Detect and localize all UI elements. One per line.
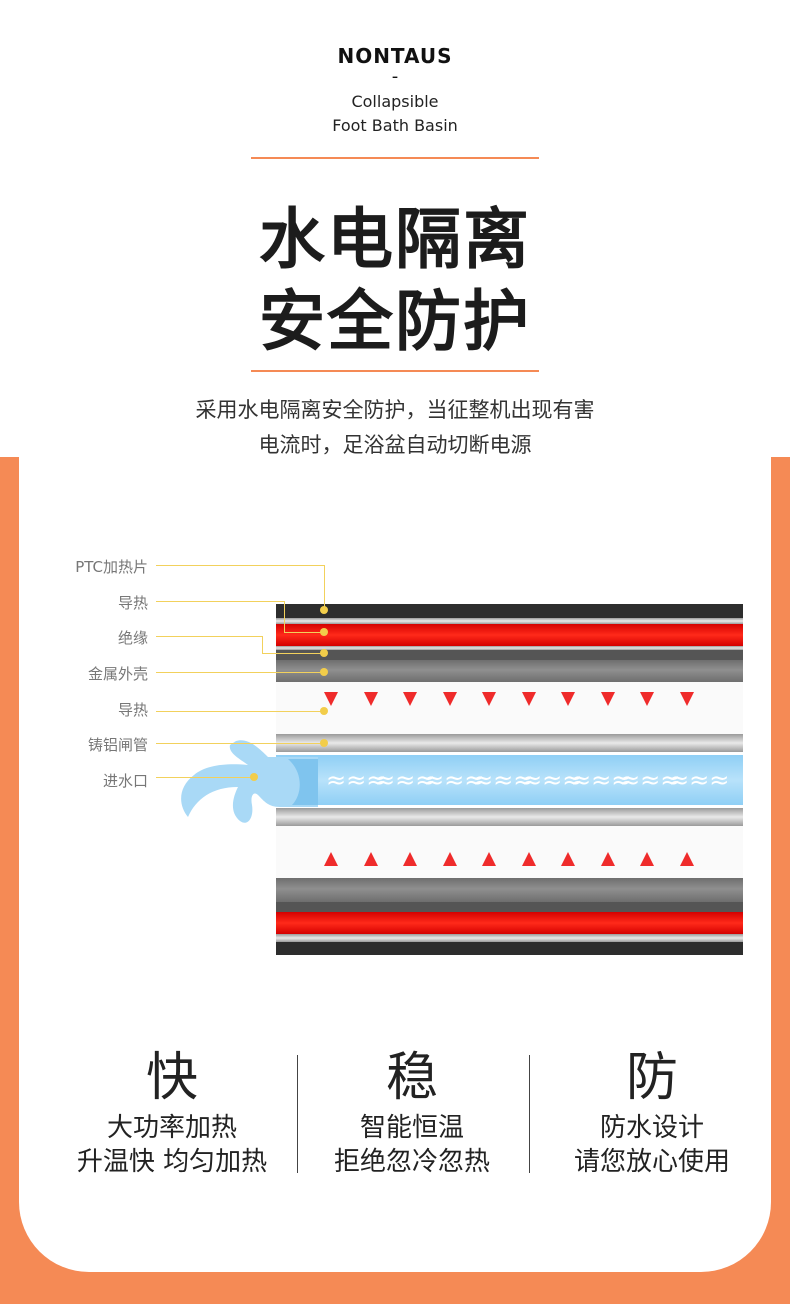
heat-arrow-up (640, 852, 654, 866)
feature-fast: 快 大功率加热 升温快 均匀加热 (57, 1045, 287, 1179)
feature-line2: 拒绝忽冷忽热 (333, 1147, 490, 1177)
marker-dot (320, 649, 328, 657)
cast-aluminum-tube-lower (276, 808, 743, 826)
leader-line (156, 565, 324, 566)
feature-line1: 大功率加热 (106, 1113, 237, 1143)
label-insulation: 绝缘 (117, 629, 148, 647)
description-line2: 电流时，足浴盆自动切断电源 (258, 433, 532, 457)
leader-line (284, 632, 324, 633)
label-thermal-conduction-1: 导热 (117, 594, 148, 612)
lower-metal-shell-layer (276, 878, 743, 902)
brand-dash: - (391, 66, 399, 87)
description-line1: 采用水电隔离安全防护，当征整机出现有害 (195, 398, 595, 422)
wave-glyph: ≈≈≈ (620, 766, 681, 794)
label-cast-aluminum-tube: 铸铝闸管 (87, 736, 148, 754)
ptc-heater-layer (276, 624, 743, 646)
lower-ptc-heater-layer (276, 912, 743, 934)
lower-conductive-layer (276, 934, 743, 942)
marker-dot (320, 606, 328, 614)
feature-line1: 防水设计 (599, 1113, 704, 1143)
heat-arrow-down (640, 692, 654, 706)
heat-arrow-up (679, 852, 694, 866)
wave-glyph: ≈≈≈ (375, 766, 436, 794)
heat-arrow-up (442, 852, 457, 866)
bottom-shell-layer (276, 942, 743, 955)
heat-arrow-down (600, 692, 615, 706)
heat-arrow-up (521, 852, 536, 866)
feature-stable: 稳 智能恒温 拒绝忽冷忽热 (297, 1045, 527, 1179)
marker-dot (250, 773, 258, 781)
leader-line (156, 711, 324, 712)
leader-line (156, 672, 324, 673)
heat-arrow-up (324, 852, 338, 866)
leader-line (262, 653, 324, 654)
heat-arrow-down (363, 692, 378, 706)
wave-glyph: ≈≈≈ (571, 766, 632, 794)
wave-glyph: ≈≈≈ (424, 766, 485, 794)
heat-arrow-down (561, 692, 575, 706)
top-divider (251, 157, 539, 159)
leader-line (156, 601, 284, 602)
heat-arrow-up (363, 852, 378, 866)
leader-line (324, 565, 325, 610)
feature-title: 防 (625, 1048, 678, 1108)
insulation-layer (276, 650, 743, 660)
lower-insulation-layer (276, 902, 743, 912)
label-water-inlet: 进水口 (102, 772, 148, 790)
heat-arrow-up (482, 852, 496, 866)
wave-glyph: ≈≈≈ (669, 766, 730, 794)
label-thermal-conduction-2: 导热 (117, 701, 148, 719)
upper-heat-zone (276, 682, 743, 734)
water-inlet-icon (181, 740, 318, 823)
heat-arrow-up (403, 852, 417, 866)
top-shell-layer (276, 604, 743, 618)
wave-glyph: ≈≈≈ (326, 766, 387, 794)
label-ptc-heater: PTC加热片 (75, 558, 148, 576)
wave-glyph: ≈≈≈ (522, 766, 583, 794)
feature-title: 稳 (385, 1048, 438, 1108)
heat-arrow-down (442, 692, 457, 706)
heat-arrow-down (521, 692, 536, 706)
marker-dot (320, 707, 328, 715)
heat-arrow-up (561, 852, 575, 866)
marker-dot (320, 739, 328, 747)
marker-dot (320, 668, 328, 676)
water-channel (276, 755, 743, 805)
feature-separator (297, 1055, 298, 1173)
lower-heat-zone (276, 826, 743, 878)
heat-arrow-down (482, 692, 496, 706)
upper-thermal-layer (276, 646, 743, 650)
product-name-line2: Foot Bath Basin (332, 116, 458, 135)
leader-line (156, 777, 254, 778)
leader-line (284, 601, 285, 632)
brand-name: NONTAUS (337, 44, 453, 68)
heat-arrow-down (679, 692, 694, 706)
headline-line1: 水电隔离 (259, 201, 531, 278)
feature-line1: 智能恒温 (359, 1113, 464, 1143)
wave-glyph: ≈≈≈ (473, 766, 534, 794)
metal-shell-layer (276, 660, 743, 682)
heat-arrow-down (403, 692, 417, 706)
feature-title: 快 (145, 1048, 198, 1108)
heat-arrow-down (324, 692, 338, 706)
cast-aluminum-tube-upper (276, 734, 743, 752)
product-name-line1: Collapsible (351, 92, 439, 111)
headline-line2: 安全防护 (259, 283, 531, 360)
heat-arrow-up (600, 852, 615, 866)
bottom-divider (251, 370, 539, 372)
leader-line (262, 636, 263, 653)
leader-line (156, 743, 324, 744)
label-metal-shell: 金属外壳 (87, 665, 148, 683)
leader-line (156, 636, 262, 637)
feature-waterproof: 防 防水设计 请您放心使用 (537, 1045, 767, 1179)
top-conductive-layer (276, 618, 743, 624)
feature-line2: 升温快 均匀加热 (76, 1147, 268, 1177)
feature-line2: 请您放心使用 (573, 1147, 730, 1177)
feature-separator (529, 1055, 530, 1173)
marker-dot (320, 628, 328, 636)
